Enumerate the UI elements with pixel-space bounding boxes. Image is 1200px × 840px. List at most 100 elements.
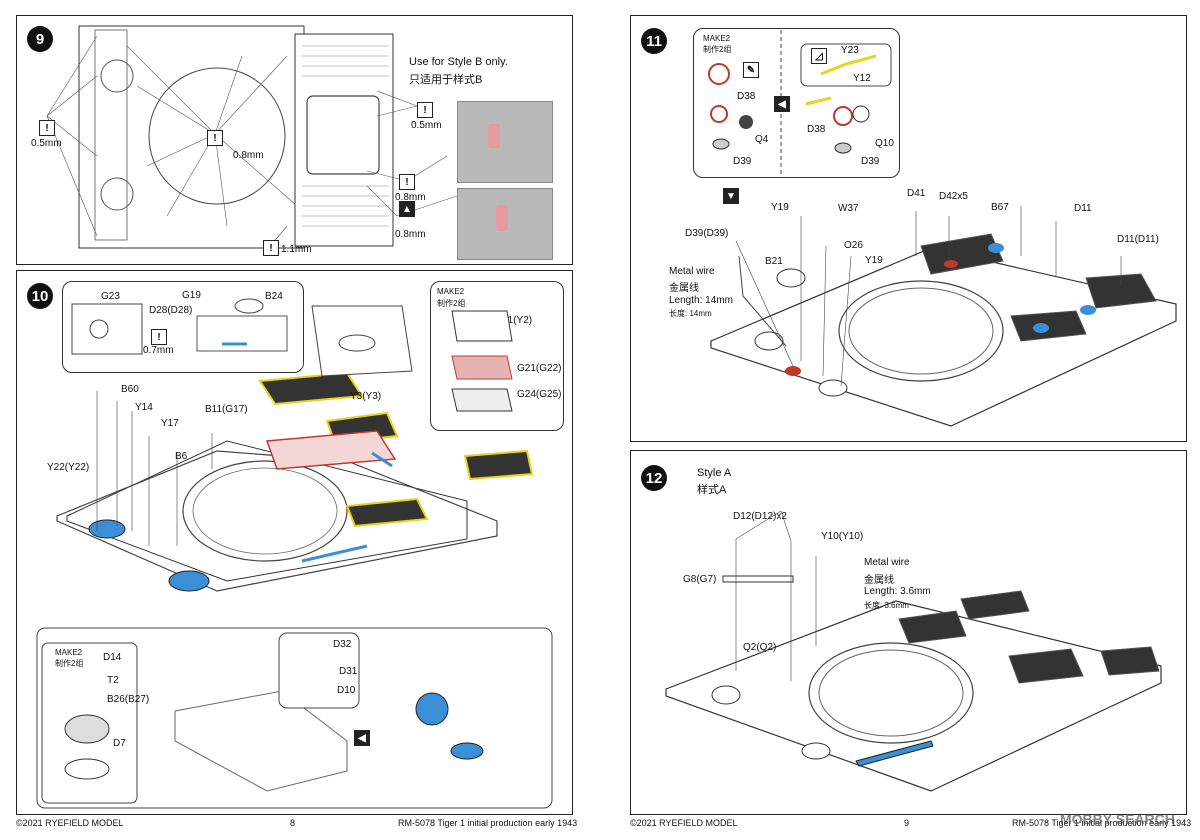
- step-11-drawing: [708, 30, 1177, 427]
- style-b-note-cn: 只适用于样式B: [409, 74, 483, 86]
- metal-wire-cn: 金属线: [864, 575, 894, 586]
- step-number: 10: [27, 283, 53, 309]
- glue-icon: !: [417, 102, 433, 118]
- part-label: Y22(Y22): [47, 462, 90, 473]
- step-10-drawing: [36, 298, 553, 809]
- part-label: Y19: [865, 255, 883, 266]
- make2-cn: 制作2组: [437, 299, 466, 308]
- dim-label: 0.8mm: [395, 192, 426, 203]
- make2-cn: 制作2组: [703, 45, 732, 54]
- part-label: Y1(Y2): [501, 315, 533, 326]
- wire-length: Length: 14mm: [669, 295, 733, 306]
- part-label: Y14: [135, 402, 153, 413]
- dim-label: 0.5mm: [411, 120, 442, 131]
- footer-title: RM-5078 Tiger 1 initial production early…: [1012, 818, 1192, 828]
- part-label: B21: [765, 256, 783, 267]
- part-label: D32: [333, 639, 352, 650]
- step-9-drawing: [46, 25, 458, 249]
- step-number: 12: [641, 465, 667, 491]
- part-label: T2: [107, 675, 119, 686]
- dim-label: 1.1mm: [281, 244, 312, 255]
- step-11-panel: 11 MAKE: [630, 15, 1187, 442]
- part-label: O26: [844, 240, 863, 251]
- callout-box: [62, 281, 304, 373]
- footer-copyright: ©2021 RYEFIELD MODEL: [16, 818, 124, 828]
- part-label: D39: [733, 156, 752, 167]
- part-label: Y23: [841, 45, 859, 56]
- dim-label: 0.5mm: [31, 138, 62, 149]
- part-label: B24: [265, 291, 283, 302]
- glue-icon: !: [399, 174, 415, 190]
- part-label: Y12: [853, 73, 871, 84]
- wire-length: Length: 3.6mm: [864, 586, 931, 597]
- style-a-cn: 样式A: [697, 484, 727, 496]
- part-label: Y10(Y10): [821, 531, 864, 542]
- part-label: D12(D12)x2: [733, 511, 787, 522]
- part-label: W37: [838, 203, 859, 214]
- part-label: B11(G17): [205, 404, 248, 415]
- dim-label: 0.8mm: [395, 229, 426, 240]
- part-label: Y17: [161, 418, 179, 429]
- part-label: D41: [907, 188, 926, 199]
- part-label: D38: [807, 124, 826, 135]
- step-10-panel: 10 G23 D28(D28) G19 B24 ! 0.7mm MAKE2 制作…: [16, 270, 573, 815]
- part-label: G8(G7): [683, 574, 717, 585]
- direction-icon: ◀: [774, 96, 790, 112]
- reference-photo-2: [457, 188, 553, 260]
- part-label: D31: [339, 666, 358, 677]
- part-label: B26(B27): [107, 694, 150, 705]
- part-label: Q10: [875, 138, 894, 149]
- part-label: Y3(Y3): [350, 391, 382, 402]
- footer-copyright: ©2021 RYEFIELD MODEL: [630, 818, 738, 828]
- part-label: Y19: [771, 202, 789, 213]
- make2-title: MAKE2: [437, 287, 465, 296]
- wire-length-cn: 长度: 3.6mm: [864, 601, 909, 610]
- part-label: D10: [337, 685, 356, 696]
- paint-icon: ✎: [743, 62, 759, 78]
- bend-icon: ▼: [723, 188, 739, 204]
- part-label: D39(D39): [685, 228, 729, 239]
- part-label: G23: [101, 291, 120, 302]
- metal-wire-label: Metal wire: [669, 266, 715, 277]
- reference-photo-1: [457, 101, 553, 183]
- sub-make2-title: MAKE2: [55, 648, 83, 657]
- part-label: Q2(Q2): [743, 642, 777, 653]
- part-label: D11(D11): [1117, 234, 1159, 245]
- part-label: D39: [861, 156, 880, 167]
- metal-wire-label: Metal wire: [864, 557, 910, 568]
- footer-page-number: 8: [290, 818, 296, 828]
- part-label: G24(G25): [517, 389, 562, 400]
- make2-title: MAKE2: [703, 34, 731, 43]
- step-number: 9: [27, 26, 53, 52]
- part-label: D42x5: [939, 191, 968, 202]
- sub-make2-cn: 制作2组: [55, 659, 84, 668]
- part-label: Q4: [755, 134, 769, 145]
- part-label: B67: [991, 202, 1009, 213]
- part-label: B60: [121, 384, 139, 395]
- part-label: D38: [737, 91, 756, 102]
- step-12-drawing: [665, 510, 1162, 792]
- metal-wire-cn: 金属线: [669, 283, 699, 294]
- watermark: MOBBY SEARCH: [1060, 811, 1175, 827]
- part-label: D28(D28): [149, 305, 193, 316]
- part-label: D7: [113, 738, 126, 749]
- step-number: 11: [641, 28, 667, 54]
- footer-title: RM-5078 Tiger 1 initial production early…: [398, 818, 578, 828]
- part-label: G19: [182, 290, 201, 301]
- part-label: D14: [103, 652, 122, 663]
- sanding-icon: ◿: [811, 48, 827, 64]
- footer-page-number: 9: [904, 818, 910, 828]
- dim-label: 0.7mm: [143, 345, 174, 356]
- part-label: D11: [1074, 203, 1092, 214]
- glue-icon: !: [151, 329, 167, 345]
- step-12-panel: 12 Style A 样式A D12(D12)x2 Y10(Y10) G8(G7…: [630, 450, 1187, 815]
- wire-length-cn: 长度: 14mm: [669, 309, 712, 318]
- glue-icon: !: [39, 120, 55, 136]
- step-9-panel: 9 ! 0: [16, 15, 573, 265]
- dim-label: 0.8mm: [233, 150, 264, 161]
- style-b-note: Use for Style B only.: [409, 56, 508, 68]
- bend-icon: ▲: [399, 201, 415, 217]
- glue-icon: !: [207, 130, 223, 146]
- part-label: B6: [175, 451, 188, 462]
- style-a-label: Style A: [697, 467, 732, 479]
